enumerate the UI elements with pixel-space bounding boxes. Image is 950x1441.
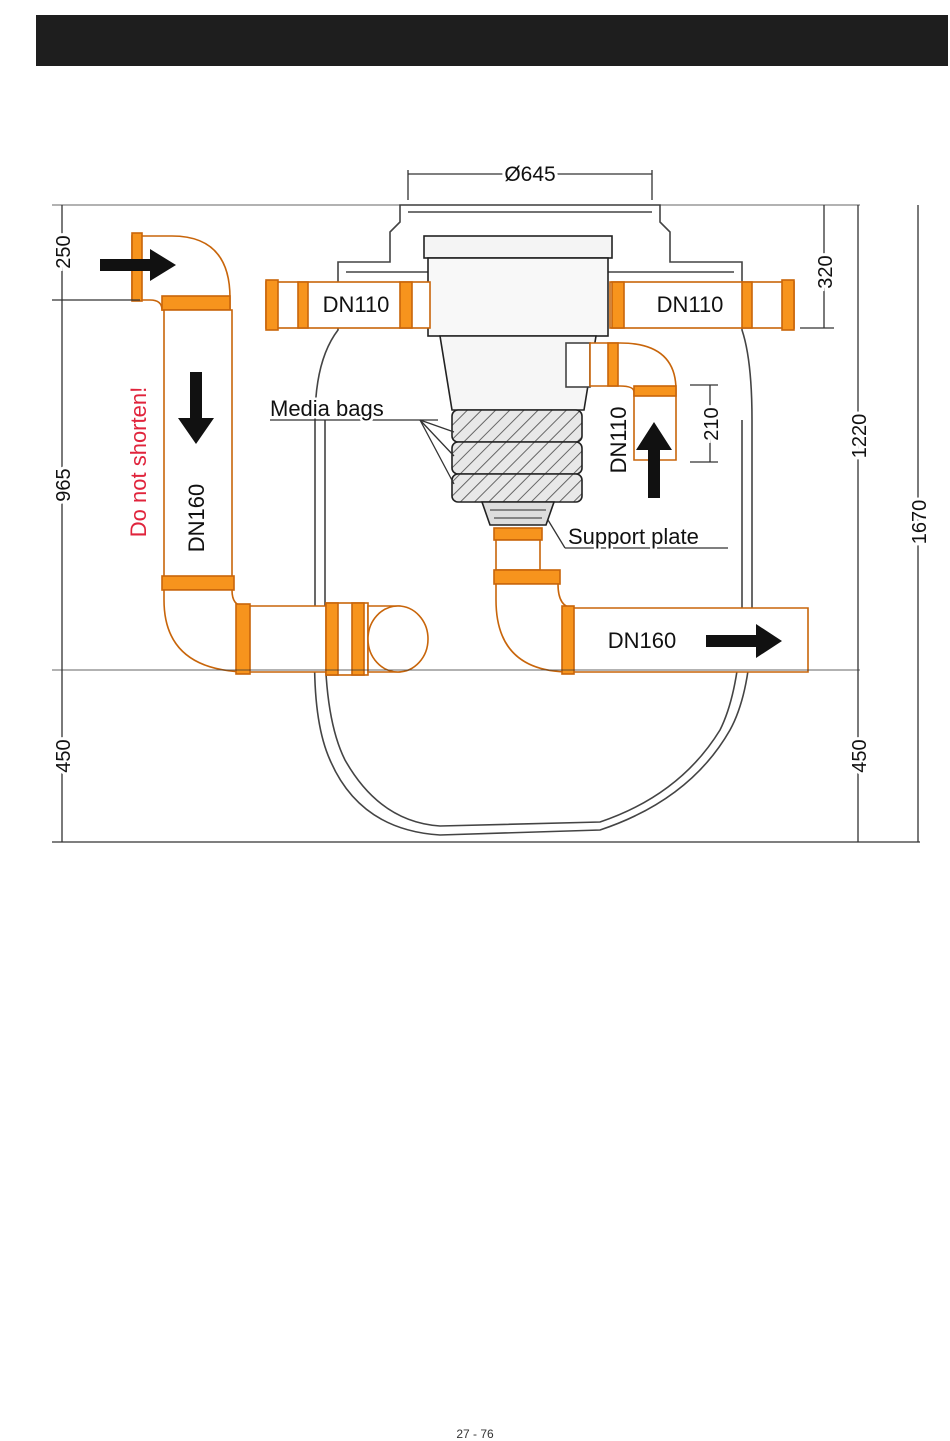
dim-left-bottom: 450 (53, 739, 75, 772)
label-warning: Do not shorten! (126, 387, 151, 537)
label-pipe-out: DN160 (608, 628, 676, 653)
dim-right-total: 1670 (909, 500, 931, 545)
dim-left-middle: 965 (53, 468, 75, 501)
page-number: 27 - 76 (0, 1427, 950, 1441)
label-media-bags: Media bags (270, 396, 384, 421)
dim-right-bottom: 450 (849, 739, 871, 772)
dim-right-top: 320 (815, 255, 837, 288)
label-outlet-inner: DN110 (606, 407, 631, 474)
dim-diameter: Ø645 (504, 163, 555, 186)
label-support-plate: Support plate (568, 524, 699, 549)
dim-left-top: 250 (53, 235, 75, 268)
dim-inner-outlet: 210 (701, 407, 723, 440)
label-inlet-right: DN110 (657, 292, 724, 317)
label-inlet-left: DN110 (323, 292, 390, 317)
dim-right-middle: 1220 (849, 414, 871, 459)
label-pipe-left: DN160 (184, 484, 209, 552)
